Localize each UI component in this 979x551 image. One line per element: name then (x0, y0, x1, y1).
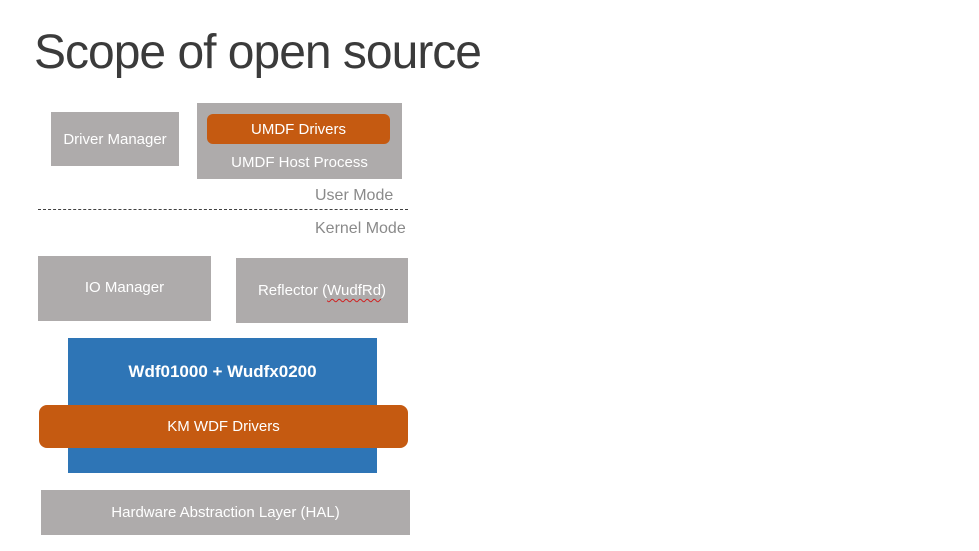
slide-title: Scope of open source (34, 26, 482, 79)
io-manager-label: IO Manager (84, 279, 165, 296)
io-manager-box: IO Manager (38, 256, 211, 321)
km-wdf-drivers-label: KM WDF Drivers (167, 418, 280, 435)
reflector-box: Reflector (WudfRd) (236, 258, 408, 323)
mode-divider (38, 209, 408, 210)
kernel-mode-label: Kernel Mode (315, 220, 406, 237)
reflector-name: WudfRd (327, 282, 382, 299)
km-wdf-drivers-box: KM WDF Drivers (39, 405, 408, 448)
user-mode-label: User Mode (315, 187, 394, 204)
hal-box: Hardware Abstraction Layer (HAL) (41, 490, 410, 535)
reflector-prefix: Reflector ( (257, 282, 328, 299)
hal-label: Hardware Abstraction Layer (HAL) (111, 504, 340, 521)
driver-manager-label: Driver Manager (63, 130, 167, 148)
wdf-framework-label: Wdf01000 + Wudfx0200 (128, 362, 317, 381)
driver-manager-box: Driver Manager (51, 112, 179, 166)
umdf-host-process-label: UMDF Host Process (231, 154, 368, 171)
umdf-drivers-label: UMDF Drivers (251, 120, 346, 138)
umdf-drivers-box: UMDF Drivers (207, 114, 390, 144)
reflector-suffix: ) (381, 282, 387, 299)
reflector-label: Reflector (WudfRd) (258, 282, 386, 299)
